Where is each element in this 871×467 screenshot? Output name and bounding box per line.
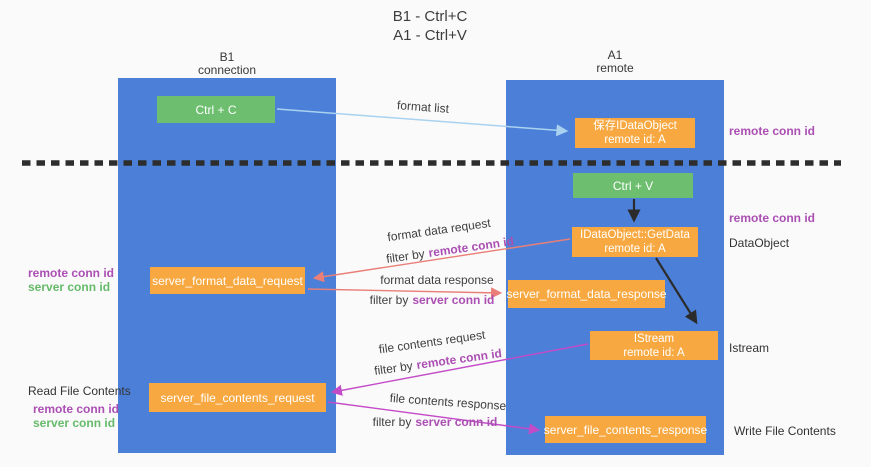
left-conn-id-labels-mid: remote conn id server conn id [28, 266, 114, 294]
title-line-1: B1 - Ctrl+C [392, 8, 468, 25]
getdata-line2: remote id: A [604, 243, 666, 255]
title-line-2: A1 - Ctrl+V [393, 27, 467, 44]
format-list-label: format list [396, 98, 450, 116]
remote-conn-id-label-bottom-left: remote conn id [33, 402, 120, 416]
idataobject-getdata-box: IDataObject::GetData remote id: A [572, 227, 698, 257]
filter-by-text: filter by [372, 415, 412, 429]
format-request-label: server_format_data_request [152, 273, 303, 288]
filter-key-server-conn-id: server conn id [415, 415, 498, 429]
read-file-contents-label: Read File Contents [28, 384, 131, 398]
ctrl-c-box: Ctrl + C [157, 96, 275, 123]
filter-by-text: filter by [373, 358, 414, 378]
format-response-label: server_format_data_response [506, 287, 667, 301]
remote-conn-id-label-mid-left: remote conn id [28, 266, 115, 280]
header-b1-connection: B1 connection [118, 51, 336, 77]
write-file-contents-label: Write File Contents [734, 424, 836, 438]
remote-conn-id-label-top-right: remote conn id [729, 124, 816, 138]
file-request-label: server_file_contents_request [160, 390, 315, 405]
filter-key-server-conn-id: server conn id [412, 293, 495, 307]
file-response-label: server_file_contents_response [543, 422, 708, 437]
format-data-response-label: format data response [380, 273, 494, 287]
header-a1-title: A1 [607, 48, 623, 62]
server-conn-id-label-mid-left: server conn id [28, 280, 111, 294]
file-contents-response-label: file contents response [389, 390, 507, 414]
header-b1-title: B1 [219, 50, 235, 64]
left-conn-id-labels-bottom: remote conn id server conn id [33, 402, 119, 430]
save-idataobject-line1: 保存IDataObject [593, 120, 677, 132]
server-format-data-response-box: server_format_data_response [506, 280, 667, 308]
remote-conn-id-label-mid-right: remote conn id [729, 211, 816, 225]
server-format-data-request-box: server_format_data_request [150, 267, 305, 294]
filter-key-remote-conn-id: remote conn id [427, 234, 515, 260]
server-file-contents-response-box: server_file_contents_response [543, 416, 708, 443]
istream-line1: IStream [633, 332, 675, 345]
header-a1-remote: A1 remote [506, 49, 724, 75]
istream-side-label: Istream [729, 341, 770, 355]
getdata-line1: IDataObject::GetData [580, 229, 690, 241]
save-idataobject-box: 保存IDataObject remote id: A [575, 118, 695, 148]
filter-by-text: filter by [369, 293, 409, 307]
diagram-title: B1 - Ctrl+C A1 - Ctrl+V [0, 7, 860, 45]
dataobject-label: DataObject [729, 236, 790, 250]
ctrl-v-label: Ctrl + V [612, 178, 654, 193]
filter-by-text: filter by [385, 246, 426, 266]
istream-line2: remote id: A [623, 346, 685, 359]
istream-box: IStream remote id: A [590, 331, 718, 360]
header-a1-subtitle: remote [596, 61, 634, 75]
filter-key-remote-conn-id: remote conn id [415, 346, 503, 372]
save-idataobject-line2: remote id: A [604, 134, 666, 146]
server-conn-id-label-bottom-left: server conn id [33, 416, 116, 430]
server-file-contents-request-box: server_file_contents_request [149, 383, 326, 412]
ctrl-c-label: Ctrl + C [195, 102, 237, 117]
ctrl-v-box: Ctrl + V [573, 173, 693, 198]
header-b1-subtitle: connection [197, 63, 257, 77]
